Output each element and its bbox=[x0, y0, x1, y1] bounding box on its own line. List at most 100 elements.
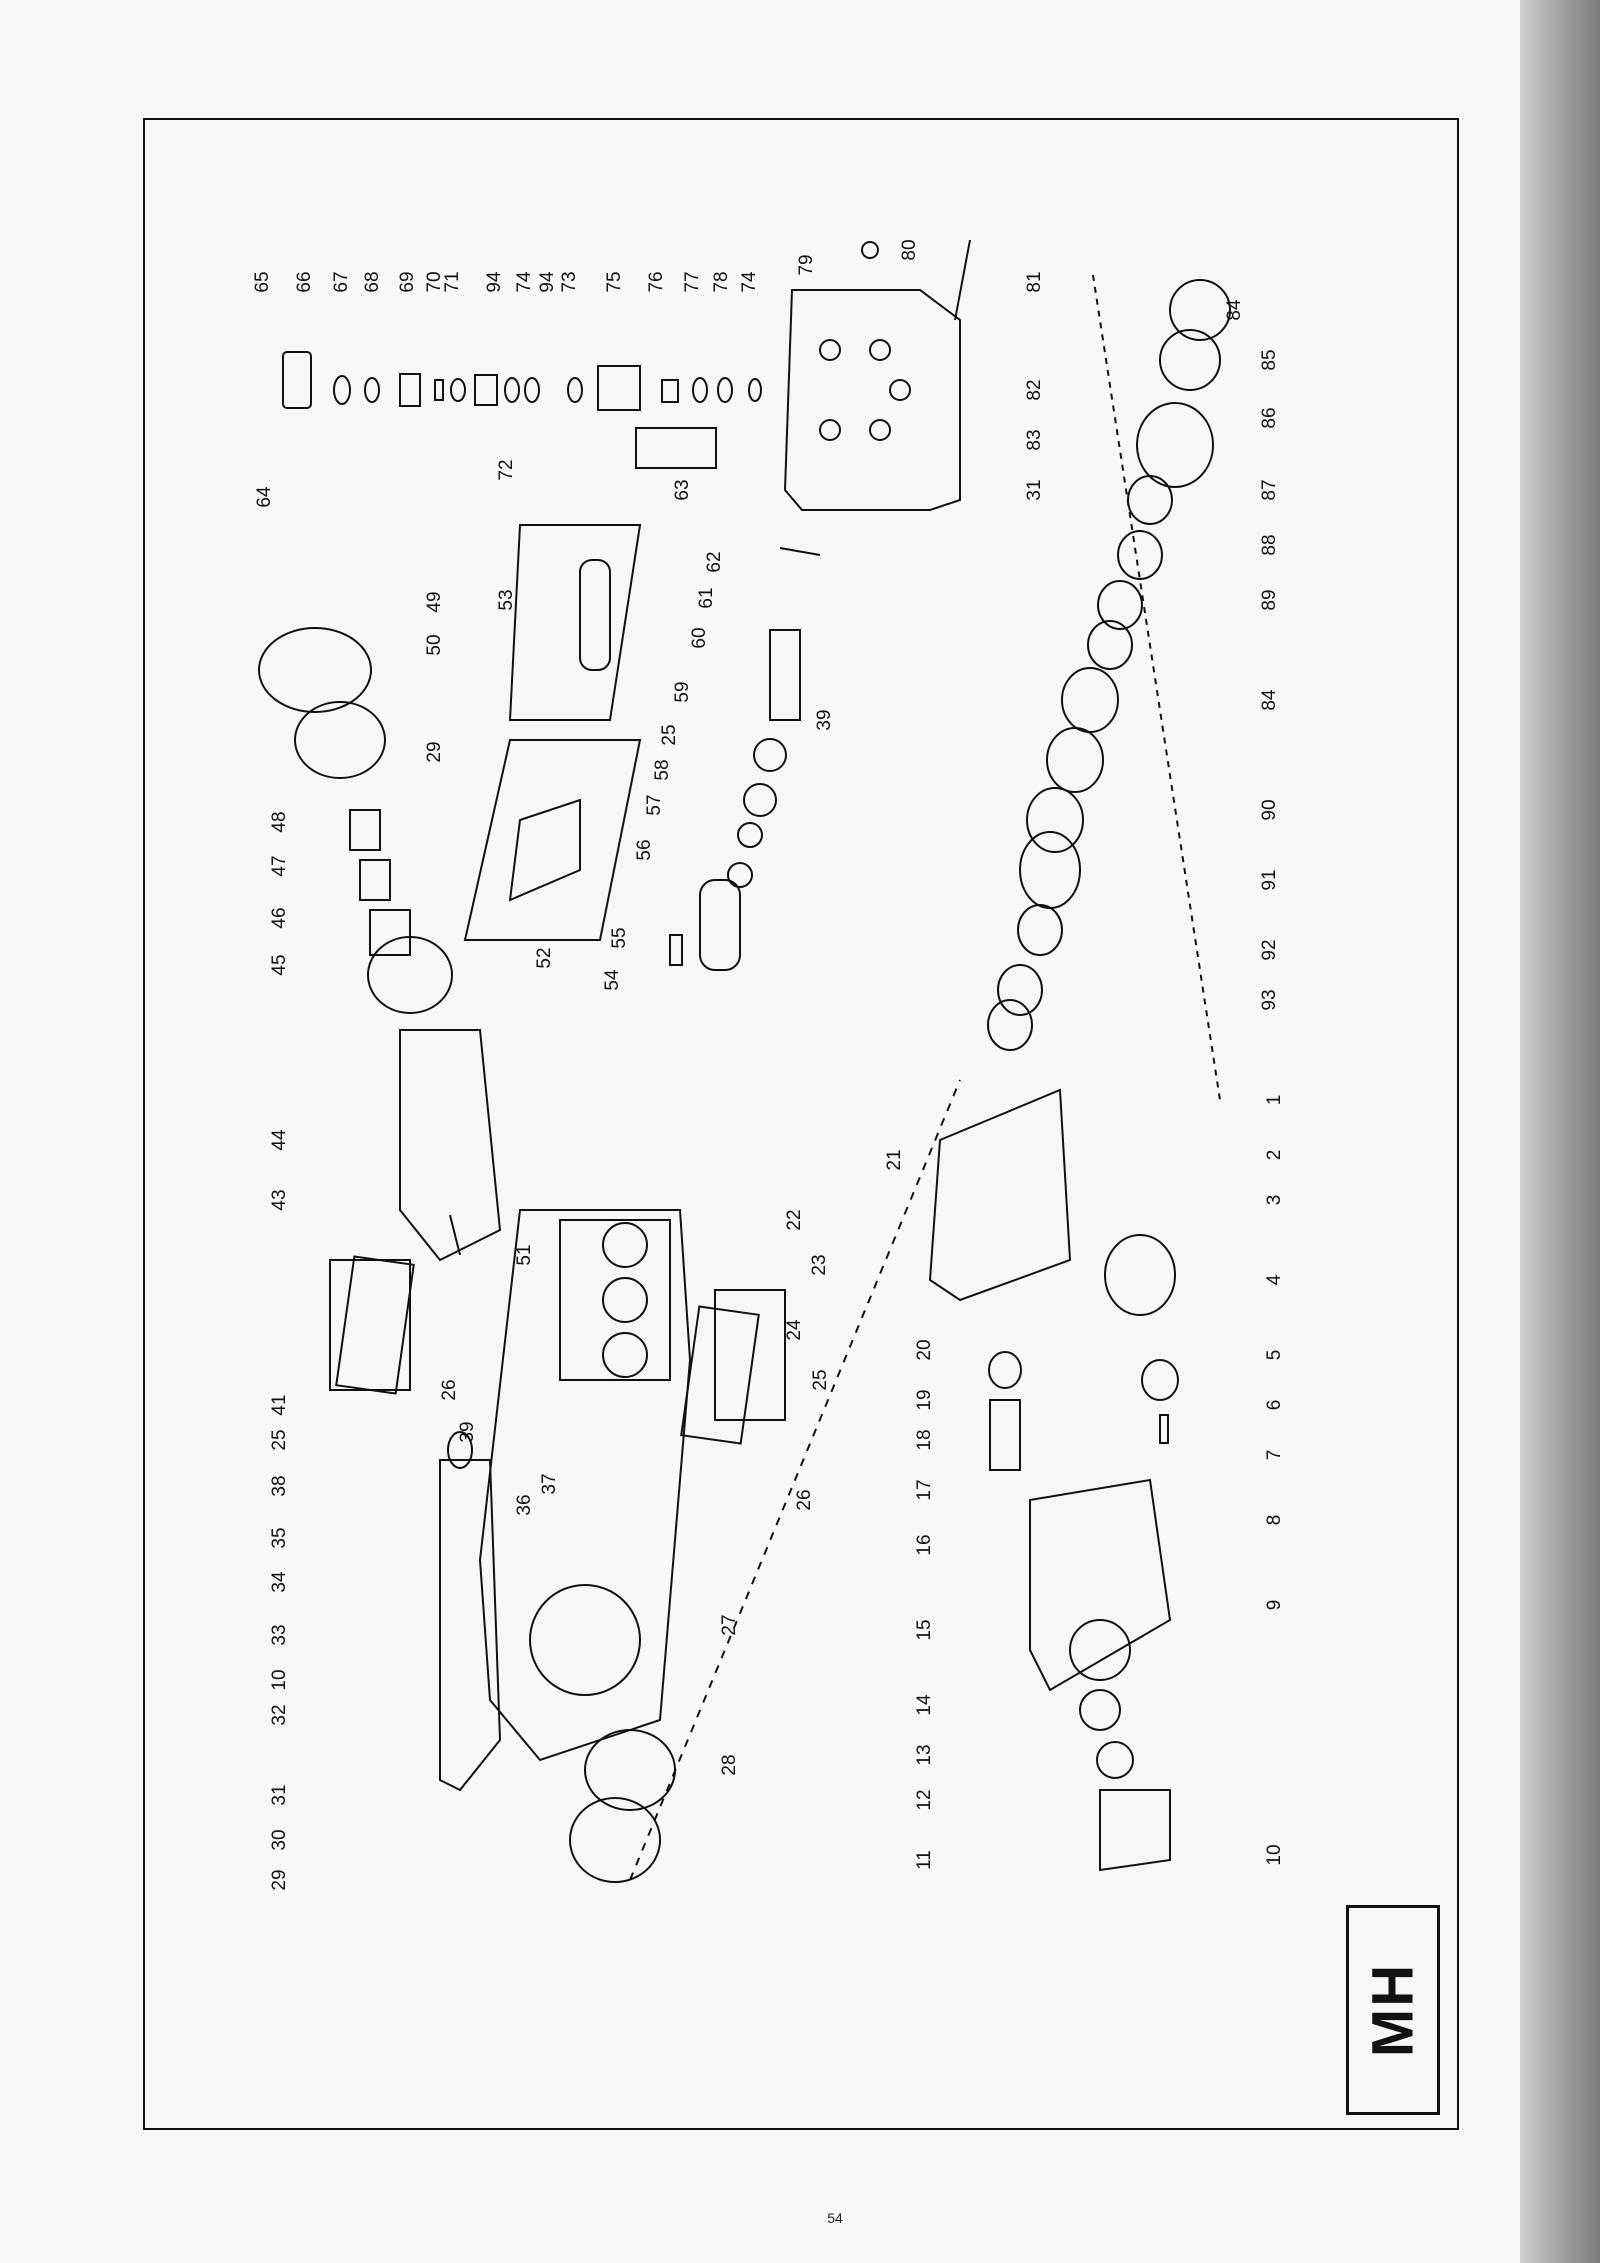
callout-51: 51 bbox=[514, 1244, 535, 1265]
callout-83: 83 bbox=[1024, 429, 1045, 450]
callout-58: 58 bbox=[652, 759, 673, 780]
callout-31: 31 bbox=[1024, 479, 1045, 500]
callout-12: 12 bbox=[914, 1789, 935, 1810]
callout-32: 32 bbox=[269, 1704, 290, 1725]
callout-60: 60 bbox=[689, 627, 710, 648]
callout-70: 70 bbox=[424, 271, 445, 292]
callout-85: 85 bbox=[1259, 349, 1280, 370]
diagram-frame bbox=[143, 118, 1459, 2130]
callout-20: 20 bbox=[914, 1339, 935, 1360]
callout-10: 10 bbox=[269, 1669, 290, 1690]
plug-38 bbox=[447, 1431, 473, 1469]
callout-80: 80 bbox=[899, 239, 920, 260]
ring-13 bbox=[1096, 1741, 1134, 1779]
callout-28: 28 bbox=[719, 1754, 740, 1775]
ring-94b bbox=[524, 377, 540, 403]
ring-74b bbox=[748, 378, 762, 402]
section-label: MH bbox=[1360, 1962, 1426, 2058]
book-spine-shadow bbox=[1520, 0, 1600, 2263]
callout-3: 3 bbox=[1264, 1195, 1285, 1206]
callout-84: 84 bbox=[1259, 689, 1280, 711]
callout-7: 7 bbox=[1264, 1450, 1285, 1461]
seal-pack-86 bbox=[1136, 402, 1214, 488]
callout-67: 67 bbox=[331, 271, 352, 292]
gasket-29a bbox=[294, 701, 386, 779]
bolt-81 bbox=[954, 239, 971, 321]
ring-77 bbox=[692, 377, 708, 403]
valve-cover-plate bbox=[282, 351, 312, 409]
seal-seat-15 bbox=[1069, 1619, 1131, 1681]
head-bore bbox=[889, 379, 911, 401]
crankcase-27 bbox=[478, 1209, 692, 1762]
inset-box-52 bbox=[463, 739, 642, 941]
callout-77: 77 bbox=[682, 271, 703, 292]
ring-67 bbox=[333, 375, 351, 405]
callout-68: 68 bbox=[362, 271, 383, 292]
callout-39: 39 bbox=[814, 709, 835, 730]
callout-26: 26 bbox=[439, 1379, 460, 1400]
rod-62 bbox=[779, 547, 821, 556]
cylinder-block bbox=[559, 1219, 671, 1381]
plunger-60 bbox=[769, 629, 801, 721]
callout-66: 66 bbox=[294, 271, 315, 292]
callout-1: 1 bbox=[1264, 1095, 1285, 1106]
page-number: 54 bbox=[827, 2210, 843, 2226]
callout-36: 36 bbox=[514, 1494, 535, 1515]
callout-71: 71 bbox=[442, 271, 463, 292]
callout-44: 44 bbox=[269, 1129, 290, 1151]
washer-59 bbox=[753, 738, 787, 772]
callout-57: 57 bbox=[644, 794, 665, 815]
callout-25: 25 bbox=[269, 1429, 290, 1450]
callout-78: 78 bbox=[711, 271, 732, 292]
callout-27: 27 bbox=[719, 1614, 740, 1635]
callout-31: 31 bbox=[269, 1784, 290, 1805]
callout-54: 54 bbox=[602, 969, 623, 991]
seal-91 bbox=[1019, 831, 1081, 909]
callout-29: 29 bbox=[424, 741, 445, 762]
gear-housing-1 bbox=[928, 1088, 1072, 1302]
callout-23: 23 bbox=[809, 1254, 830, 1275]
nut-58 bbox=[743, 783, 777, 817]
ring-88 bbox=[1117, 530, 1163, 580]
valve-cage-75 bbox=[597, 365, 641, 411]
gasket-29b bbox=[569, 1797, 661, 1883]
crankshaft-44 bbox=[399, 1029, 502, 1262]
callout-64: 64 bbox=[254, 486, 275, 508]
callout-91: 91 bbox=[1259, 869, 1280, 890]
washer-47 bbox=[359, 859, 391, 901]
parts-group bbox=[258, 239, 1231, 1883]
callout-89: 89 bbox=[1259, 589, 1280, 610]
bottom-cover-24 bbox=[714, 1289, 786, 1421]
callout-79: 79 bbox=[796, 254, 817, 275]
callout-13: 13 bbox=[914, 1744, 935, 1765]
bearing-45 bbox=[367, 936, 453, 1014]
ring-78 bbox=[717, 377, 733, 403]
key-6 bbox=[1159, 1414, 1169, 1444]
callout-43: 43 bbox=[269, 1189, 290, 1210]
sleeve-46 bbox=[369, 909, 411, 956]
callout-69: 69 bbox=[397, 271, 418, 292]
callout-33: 33 bbox=[269, 1624, 290, 1645]
callout-9: 9 bbox=[1264, 1600, 1285, 1611]
callout-45: 45 bbox=[269, 954, 290, 975]
callout-2: 2 bbox=[1264, 1150, 1285, 1161]
crosshead-detail bbox=[579, 559, 611, 671]
callout-53: 53 bbox=[496, 589, 517, 610]
bearing-28 bbox=[584, 1729, 676, 1811]
gasket-26a bbox=[335, 1255, 415, 1395]
callout-38: 38 bbox=[269, 1475, 290, 1496]
callout-81: 81 bbox=[1024, 271, 1045, 292]
callout-46: 46 bbox=[269, 907, 290, 928]
callout-61: 61 bbox=[696, 587, 717, 608]
callout-29: 29 bbox=[269, 1869, 290, 1890]
callout-26: 26 bbox=[794, 1489, 815, 1510]
oring-84a bbox=[1169, 279, 1231, 341]
ring-57 bbox=[737, 822, 763, 848]
callout-8: 8 bbox=[1264, 1515, 1285, 1526]
disc-70 bbox=[434, 379, 444, 401]
ring-71 bbox=[450, 378, 466, 402]
hub-5 bbox=[1141, 1359, 1179, 1401]
callout-72: 72 bbox=[496, 459, 517, 480]
gear-4 bbox=[1104, 1234, 1176, 1316]
